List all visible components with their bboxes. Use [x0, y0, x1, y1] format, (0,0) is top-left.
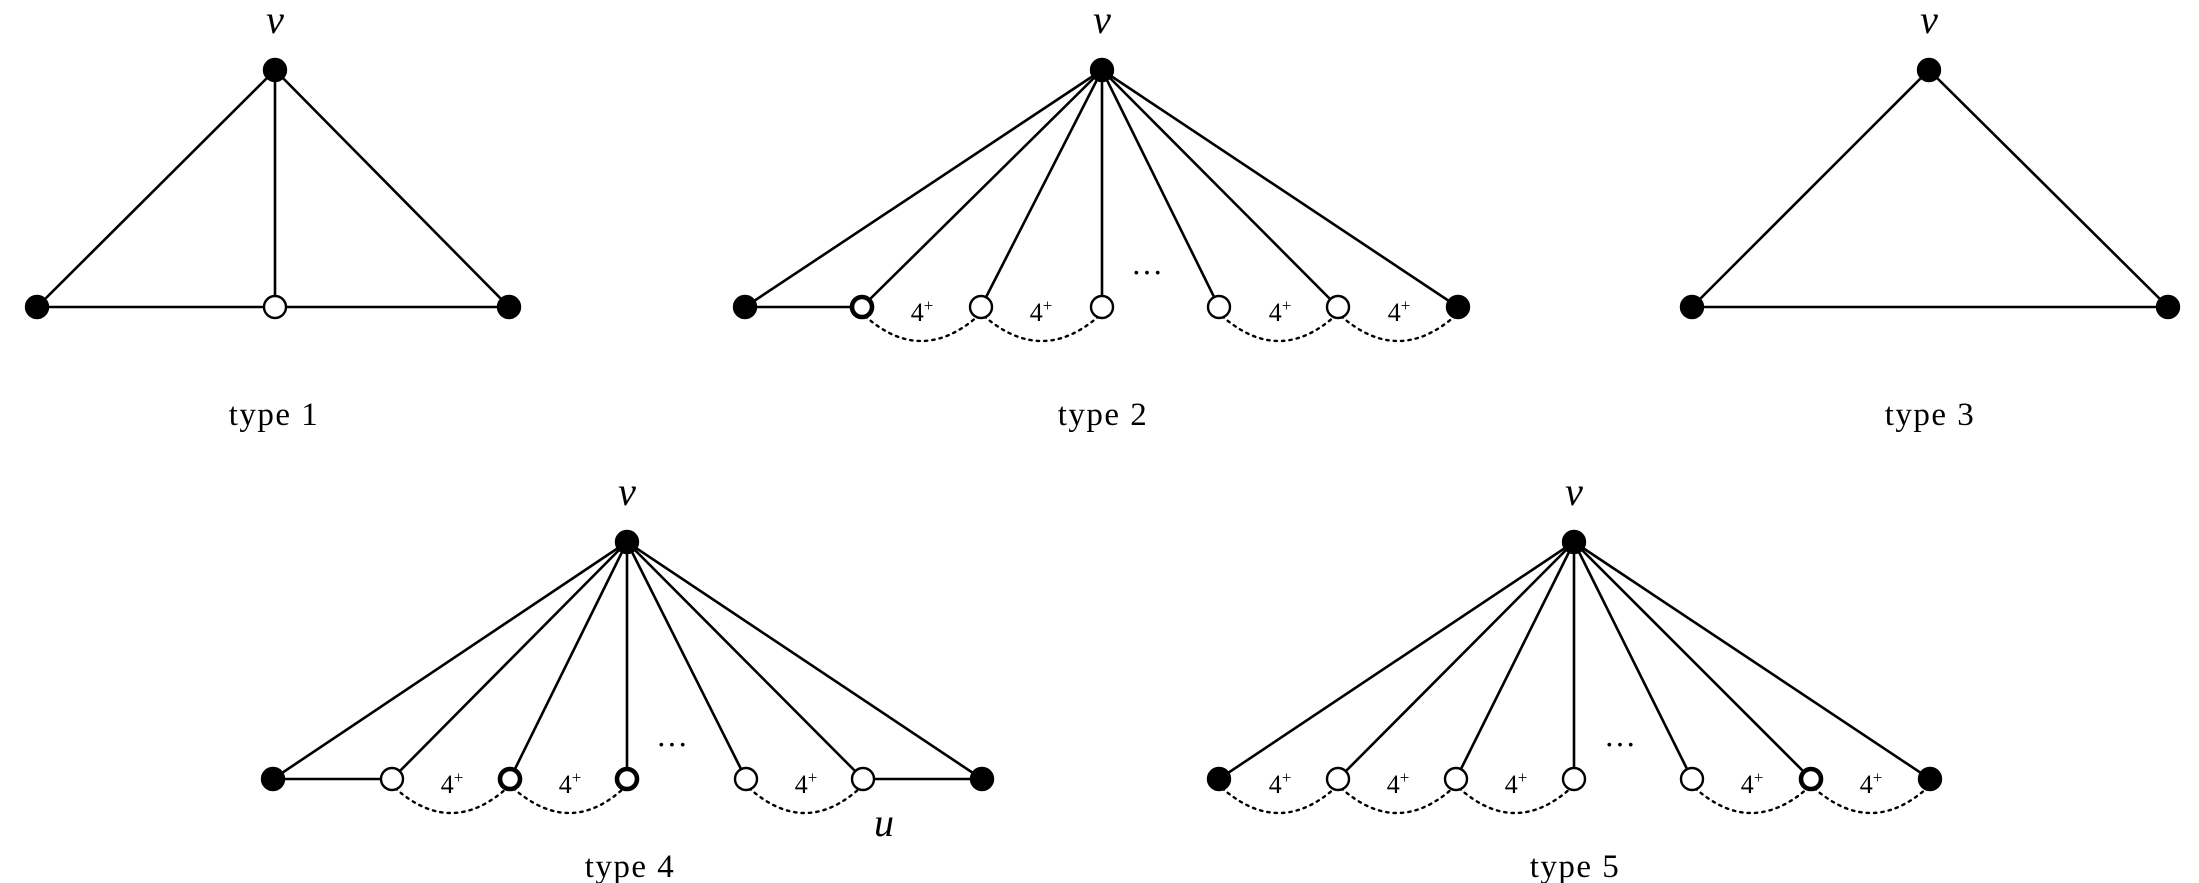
dotted-arc	[393, 786, 509, 815]
type-caption: type 4	[585, 849, 676, 883]
white-vertex	[1325, 766, 1351, 792]
apex-vertex	[1561, 529, 1587, 555]
edge	[1928, 69, 2169, 308]
edge	[1454, 541, 1576, 780]
edge	[508, 541, 629, 780]
black-vertex	[2155, 294, 2181, 320]
black-vertex	[260, 766, 286, 792]
white-vertex	[733, 766, 759, 792]
type-caption: type 5	[1530, 849, 1621, 883]
apex-label: v	[266, 0, 284, 42]
edge	[272, 540, 628, 781]
dotted-arc	[747, 786, 862, 815]
degree-label: 4+	[1269, 296, 1292, 327]
bold-white-vertex	[497, 766, 523, 792]
ellipsis: ···	[656, 726, 688, 762]
black-vertex	[1206, 766, 1232, 792]
dotted-arc	[511, 786, 626, 815]
dotted-arc	[1220, 314, 1337, 343]
degree-label: 4+	[1387, 768, 1410, 799]
black-vertex	[496, 294, 522, 320]
dotted-arc	[982, 314, 1101, 343]
white-vertex	[1206, 294, 1232, 320]
type-caption: type 2	[1058, 397, 1149, 433]
edge	[1337, 541, 1575, 780]
black-vertex	[732, 294, 758, 320]
edge	[861, 69, 1103, 308]
edge	[744, 68, 1103, 309]
edge	[1572, 541, 1694, 780]
black-vertex	[1917, 766, 1943, 792]
edge	[979, 69, 1104, 308]
edge	[36, 69, 276, 308]
edge	[274, 69, 510, 308]
degree-label: 4+	[1388, 296, 1411, 327]
white-vertex	[1561, 766, 1587, 792]
degree-label: 4+	[441, 768, 464, 799]
u-vertex	[850, 766, 876, 792]
dotted-arc	[863, 314, 980, 343]
white-vertex	[968, 294, 994, 320]
white-vertex	[1679, 766, 1705, 792]
edge	[626, 540, 983, 781]
black-vertex	[1679, 294, 1705, 320]
apex-label: v	[1093, 0, 1111, 42]
white-vertex	[262, 294, 288, 320]
type-5-diagram: 4+ 4+ 4+ 4+ 4+ ··· v type 5	[1206, 469, 1943, 883]
apex-vertex	[1089, 57, 1115, 83]
edge	[625, 541, 748, 780]
degree-label: 4+	[911, 296, 934, 327]
white-vertex	[379, 766, 405, 792]
apex-vertex	[614, 529, 640, 555]
edge	[1218, 540, 1575, 781]
white-vertex	[1443, 766, 1469, 792]
ellipsis: ···	[1131, 254, 1163, 290]
edge	[391, 541, 628, 780]
degree-label: 4+	[1741, 768, 1764, 799]
degree-label: 4+	[1505, 768, 1528, 799]
edge	[626, 541, 864, 780]
white-vertex	[1325, 294, 1351, 320]
bold-white-vertex	[1798, 766, 1824, 792]
degree-label: 4+	[1269, 768, 1292, 799]
edge	[1101, 68, 1459, 309]
dotted-arc	[1339, 314, 1457, 343]
apex-label: v	[1920, 0, 1938, 42]
edge	[1100, 69, 1221, 308]
type-caption: type 3	[1885, 397, 1976, 433]
bold-white-vertex	[614, 766, 640, 792]
type-3-diagram: v type 3	[1679, 0, 2181, 433]
degree-label: 4+	[795, 768, 818, 799]
edge	[1691, 69, 1930, 308]
type-caption: type 1	[229, 397, 320, 433]
apex-label: v	[1565, 469, 1583, 514]
dotted-arc	[1339, 786, 1455, 815]
dotted-arc	[1693, 786, 1810, 815]
black-vertex	[24, 294, 50, 320]
type-2-diagram: 4+ 4+ 4+ 4+ ··· v type 2	[732, 0, 1471, 433]
apex-vertex	[1916, 57, 1942, 83]
type-4-diagram: 4+ 4+ 4+ ··· v u type 4	[260, 469, 995, 883]
ellipsis: ···	[1604, 726, 1636, 762]
dotted-arc	[1220, 786, 1337, 815]
dotted-arc	[1457, 786, 1573, 815]
edge	[1573, 540, 1931, 781]
degree-label: 4+	[1860, 768, 1883, 799]
black-vertex	[1445, 294, 1471, 320]
degree-label: 4+	[559, 768, 582, 799]
type-1-diagram: v type 1	[24, 0, 522, 433]
bold-white-vertex	[849, 294, 875, 320]
edge	[1573, 541, 1812, 780]
degree-label: 4+	[1030, 296, 1053, 327]
apex-label: v	[618, 469, 636, 514]
u-label: u	[874, 800, 894, 845]
black-vertex	[969, 766, 995, 792]
dotted-arc	[1812, 786, 1929, 815]
apex-vertex	[262, 57, 288, 83]
edge	[1101, 69, 1339, 308]
white-vertex	[1089, 294, 1115, 320]
